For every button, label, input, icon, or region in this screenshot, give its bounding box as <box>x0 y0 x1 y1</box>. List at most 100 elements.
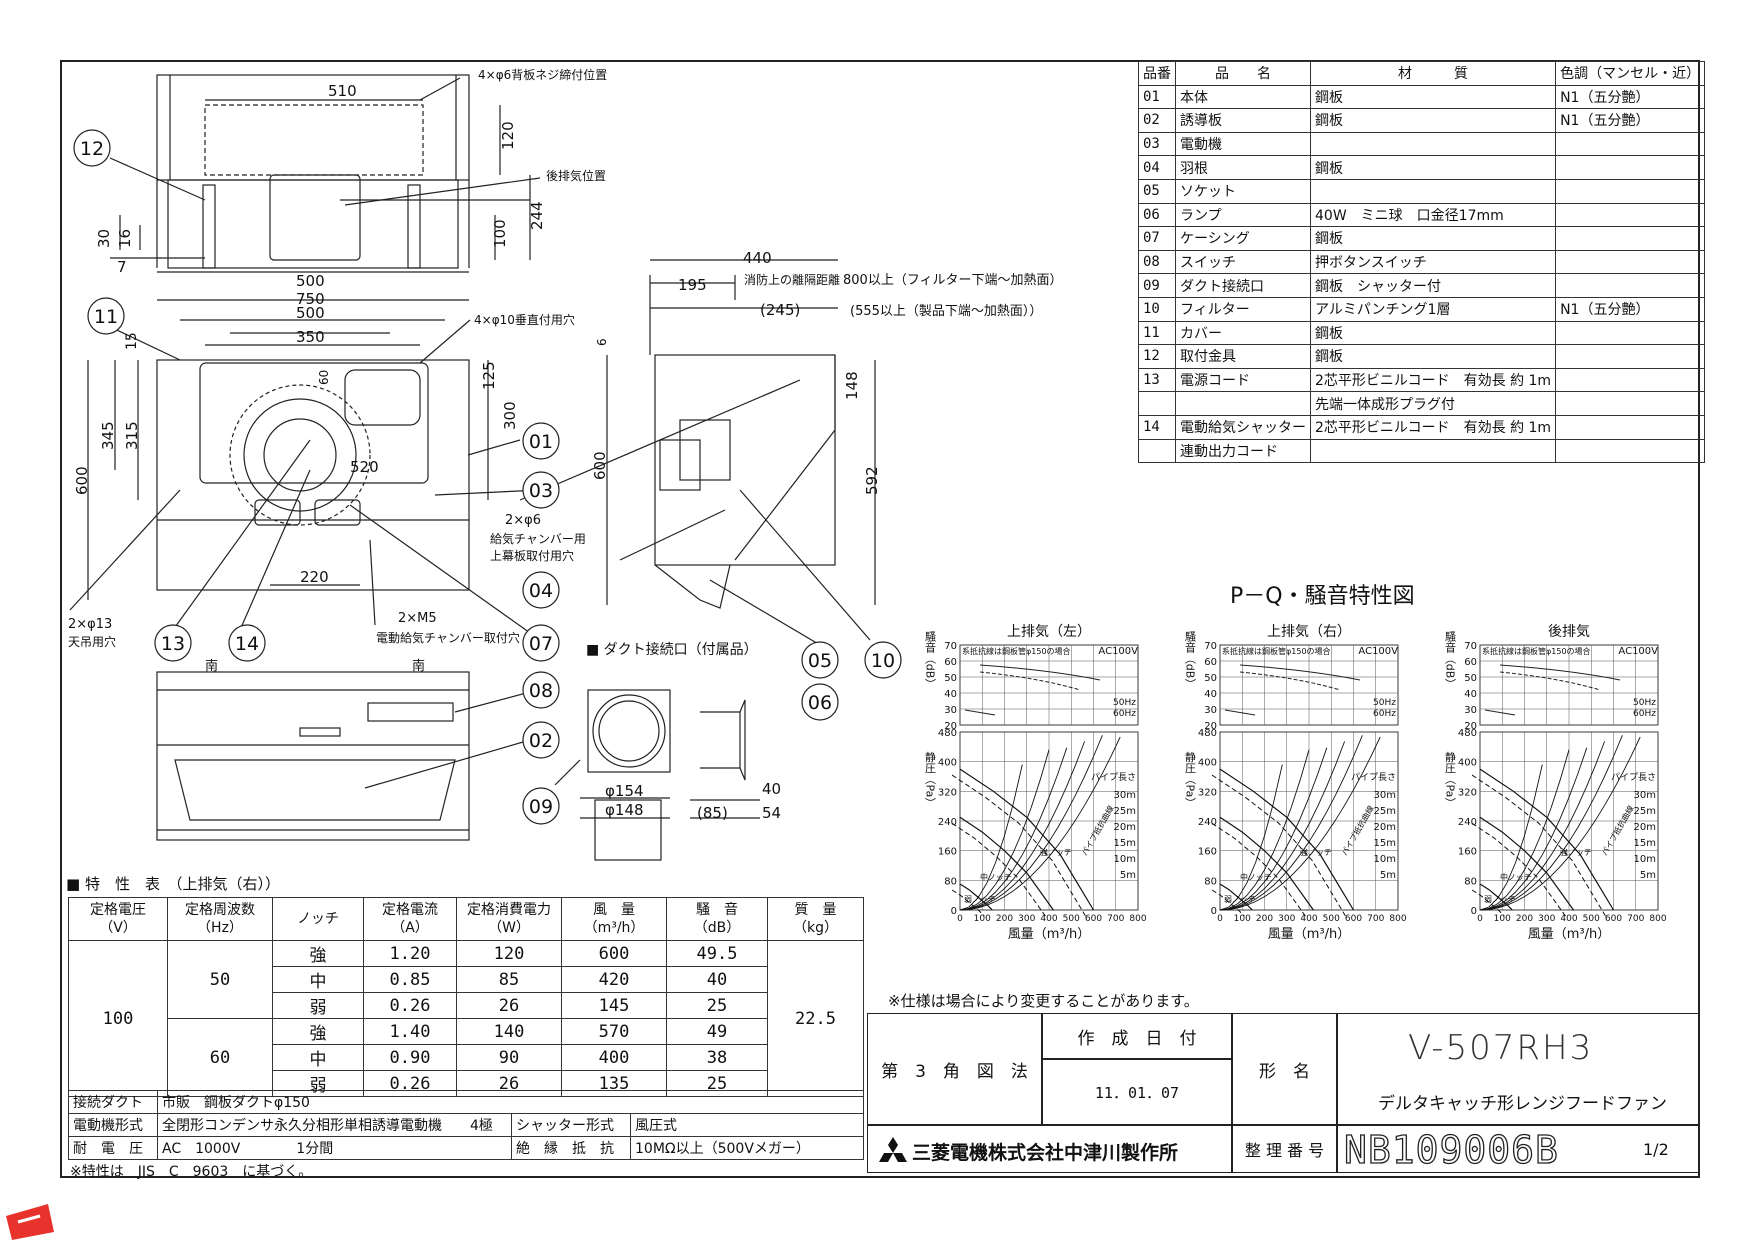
parts-cell-no: 07 <box>1138 226 1176 251</box>
pq-series-60hz-1 <box>1471 822 1566 917</box>
dim-315: 315 <box>123 421 141 450</box>
parts-row: 先端一体成形プラグ付 <box>1138 391 1706 416</box>
product-name: デルタキャッチ形レンジフードファン <box>1378 1094 1667 1114</box>
dim-592: 592 <box>863 466 881 495</box>
parts-cell-color: N1（五分艶） <box>1555 296 1706 322</box>
parts-cell-no <box>1138 438 1176 464</box>
pq-y-tick-label: 160 <box>1458 847 1477 858</box>
duct-detail <box>554 689 760 861</box>
noise-axis-label: 騒音（dB） <box>1444 630 1457 689</box>
noise-curve-high <box>1239 664 1361 681</box>
spec-value: 600 <box>561 940 667 967</box>
noise-curve-high <box>1499 664 1621 681</box>
withstand-row: 耐 電 圧 AC 1000V 1分間 絶 縁 抵 抗 10MΩ以上（500Vメガ… <box>68 1136 864 1160</box>
pipe-length-value: 30m <box>1374 790 1396 801</box>
parts-header-no: 品番 <box>1138 61 1176 86</box>
dim-600-front: 600 <box>73 466 91 495</box>
pipe-resistance-label: パイプ抵抗曲線 <box>1599 804 1636 857</box>
duct-label: 接続ダクト <box>68 1090 158 1114</box>
balloon-circle <box>801 641 839 679</box>
parts-cell-material: 先端一体成形プラグ付 <box>1309 391 1557 416</box>
parts-cell-name: ソケット <box>1175 178 1311 204</box>
pq-x-tick-label: 800 <box>1129 914 1146 924</box>
noise-curve-low <box>1224 709 1256 716</box>
dim-15: 15 <box>124 332 140 350</box>
m5-label-2: 電動給気チャンバー取付穴 <box>376 630 520 645</box>
noise-tick-label: 60 <box>1464 657 1477 668</box>
pq-x-tick-label: 100 <box>1494 914 1511 924</box>
pq-x-tick-label: 100 <box>1234 914 1251 924</box>
parts-cell-color <box>1555 367 1706 393</box>
balloon-circle <box>522 624 560 662</box>
pq-x-tick-label: 0 <box>1477 914 1483 924</box>
notch-label-low: 弱ノッチ <box>1224 895 1256 904</box>
parts-cell-material: 2芯平形ビニルコード 有効長 約 1m <box>1309 367 1557 393</box>
pq-x-tick-label: 700 <box>1367 914 1384 924</box>
parts-cell-name: ダクト接続口 <box>1175 273 1311 298</box>
parts-cell-name: 羽根 <box>1175 155 1311 180</box>
pq-y-tick-label: 320 <box>938 787 957 798</box>
pq-y-tick-label: 80 <box>1464 876 1477 887</box>
balloon-circle <box>228 624 266 662</box>
pipe-length-label: パイプ長さ <box>1091 772 1136 783</box>
pq-y-tick-label: 0 <box>1471 906 1477 917</box>
parts-cell-material <box>1309 178 1557 204</box>
pq-x-tick-label: 500 <box>1323 914 1340 924</box>
noise-curve-mid <box>979 671 1081 691</box>
spec-value: 0.90 <box>363 1044 457 1071</box>
pq-series-1 <box>1479 816 1574 911</box>
pq-x-tick-label: 800 <box>1649 914 1666 924</box>
balloon-circle <box>73 129 111 167</box>
front-view <box>69 299 541 641</box>
parts-cell-name: 本体 <box>1175 84 1311 110</box>
parts-cell-color: N1（五分艶） <box>1555 108 1706 133</box>
hole-13-label-2: 天吊用穴 <box>68 634 116 649</box>
duct-row: 接続ダクト 市販 鋼板ダクトφ150 <box>68 1090 864 1114</box>
notch-label-high: 強ノッチ <box>1040 847 1072 857</box>
legend-50hz: 50Hz <box>1633 698 1656 708</box>
pipe-resistance-curve <box>1479 764 1543 911</box>
pipe-length-label: パイプ長さ <box>1611 772 1656 783</box>
balloon-number: 14 <box>235 633 259 655</box>
pq-x-tick-label: 200 <box>996 914 1013 924</box>
parts-cell-material: 鋼板 <box>1309 226 1557 251</box>
spec-value: 25 <box>666 992 768 1019</box>
balloon-number: 09 <box>529 796 553 818</box>
pipe-length-value: 5m <box>1380 870 1396 881</box>
balloon-circle <box>522 671 560 709</box>
pq-y-tick-label: 80 <box>1204 876 1217 887</box>
balloon-number: 01 <box>529 431 553 453</box>
bottom-mark-left: 南 <box>205 658 218 674</box>
dim-750: 750 <box>296 290 325 308</box>
pq-y-tick-label: 160 <box>938 847 957 858</box>
pipe-length-label: パイプ長さ <box>1351 772 1396 783</box>
insulation-label: 絶 縁 抵 抗 <box>511 1136 631 1160</box>
spec-info-table: 接続ダクト 市販 鋼板ダクトφ150 電動機形式 全閉形コンデンサ永久分相形単相… <box>68 1090 864 1160</box>
spec-notch: 強 <box>272 940 364 967</box>
pipe-resistance-curve <box>959 735 1103 911</box>
pipe-resistance-curve <box>1219 764 1283 911</box>
parts-cell-name: 誘導板 <box>1175 108 1311 133</box>
pq-x-tick-label: 700 <box>1107 914 1124 924</box>
pq-y-tick-label: 240 <box>1198 817 1217 828</box>
pipe-resistance-curve <box>1219 735 1363 911</box>
parts-cell-material: 鋼板 <box>1309 344 1557 369</box>
chart-title: 上排気（左） <box>1007 624 1091 640</box>
balloon-number: 10 <box>871 650 895 672</box>
pipe-length-value: 20m <box>1114 822 1136 833</box>
spec-header-cell: 風 量 （m³/h） <box>561 897 667 941</box>
spec-value: 49.5 <box>666 940 768 967</box>
pq-x-tick-label: 200 <box>1516 914 1533 924</box>
title-block: 第 3 角 図 法 作 成 日 付 11．01．07 形 名 V-507RH3 … <box>867 1013 1699 1173</box>
balloon-number: 11 <box>94 306 118 328</box>
pipe-length-value: 25m <box>1634 806 1656 817</box>
noise-axis-label: 騒音（dB） <box>924 630 937 689</box>
pq-axis-label: 静圧（Pa） <box>1444 750 1457 808</box>
dim-500-top: 500 <box>296 272 325 290</box>
